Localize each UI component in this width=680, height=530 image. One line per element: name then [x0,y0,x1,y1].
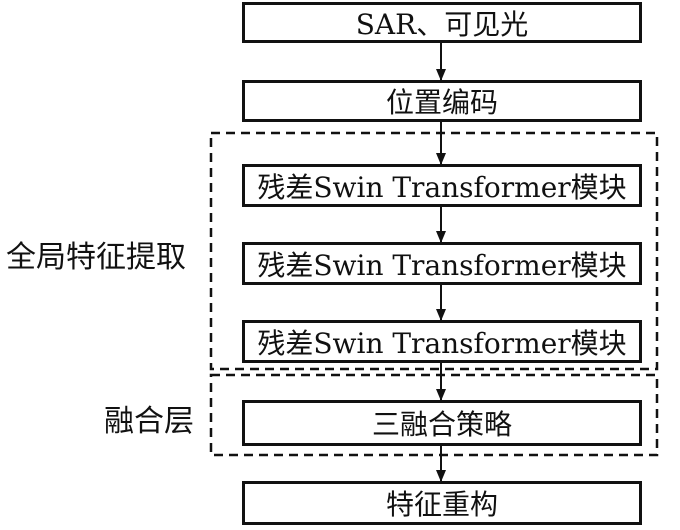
fusion-layer-label: 融合层 [104,404,194,439]
fusion-strategy-node: 三融合策略 [242,400,642,446]
position-encoding-node: 位置编码 [242,80,642,122]
swin-block-2-node: 残差Swin Transformer模块 [242,242,642,285]
swin-block-3-node: 残差Swin Transformer模块 [242,320,642,363]
reconstruction-node: 特征重构 [242,481,642,525]
global-feature-extraction-label: 全局特征提取 [6,240,186,275]
swin-block-1-node: 残差Swin Transformer模块 [242,164,642,207]
input-node: SAR、可见光 [242,2,642,43]
